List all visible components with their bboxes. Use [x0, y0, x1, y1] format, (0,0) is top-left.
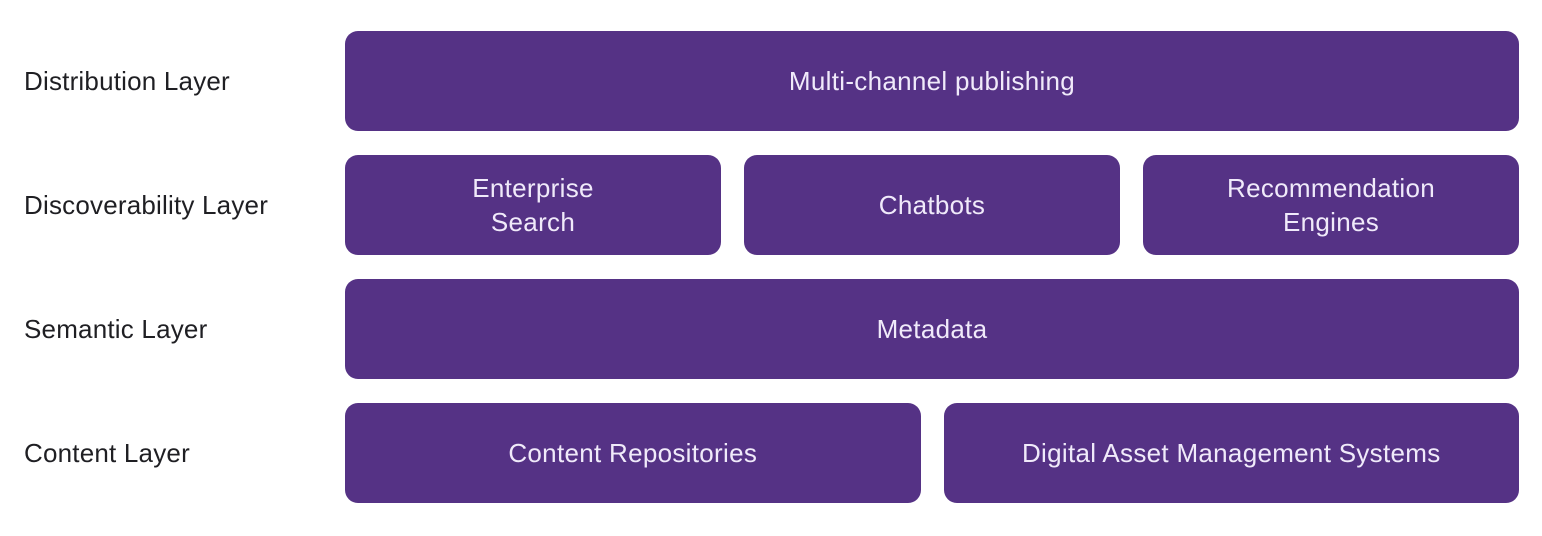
layer-label-distribution: Distribution Layer [24, 65, 230, 96]
layer-box-recommendation-engines: Recommendation Engines [1143, 155, 1519, 255]
box-row-distribution: Multi-channel publishing [345, 31, 1519, 131]
box-row-content: Content Repositories Digital Asset Manag… [345, 403, 1519, 503]
layer-box-digital-asset-management-systems: Digital Asset Management Systems [943, 403, 1519, 503]
layer-label-semantic: Semantic Layer [24, 313, 208, 344]
box-row-semantic: Metadata [345, 279, 1519, 379]
layer-box-content-repositories: Content Repositories [345, 403, 921, 503]
layer-label-discoverability: Discoverability Layer [24, 189, 269, 220]
layer-label-content: Content Layer [24, 437, 190, 468]
layer-box-enterprise-search: Enterprise Search [345, 155, 721, 255]
layer-box-chatbots: Chatbots [744, 155, 1120, 255]
layer-box-multi-channel-publishing: Multi-channel publishing [345, 31, 1519, 131]
diagram-grid: Distribution Layer Multi-channel publish… [24, 31, 1519, 503]
layer-box-metadata: Metadata [345, 279, 1519, 379]
box-row-discoverability: Enterprise Search Chatbots Recommendatio… [345, 155, 1519, 255]
